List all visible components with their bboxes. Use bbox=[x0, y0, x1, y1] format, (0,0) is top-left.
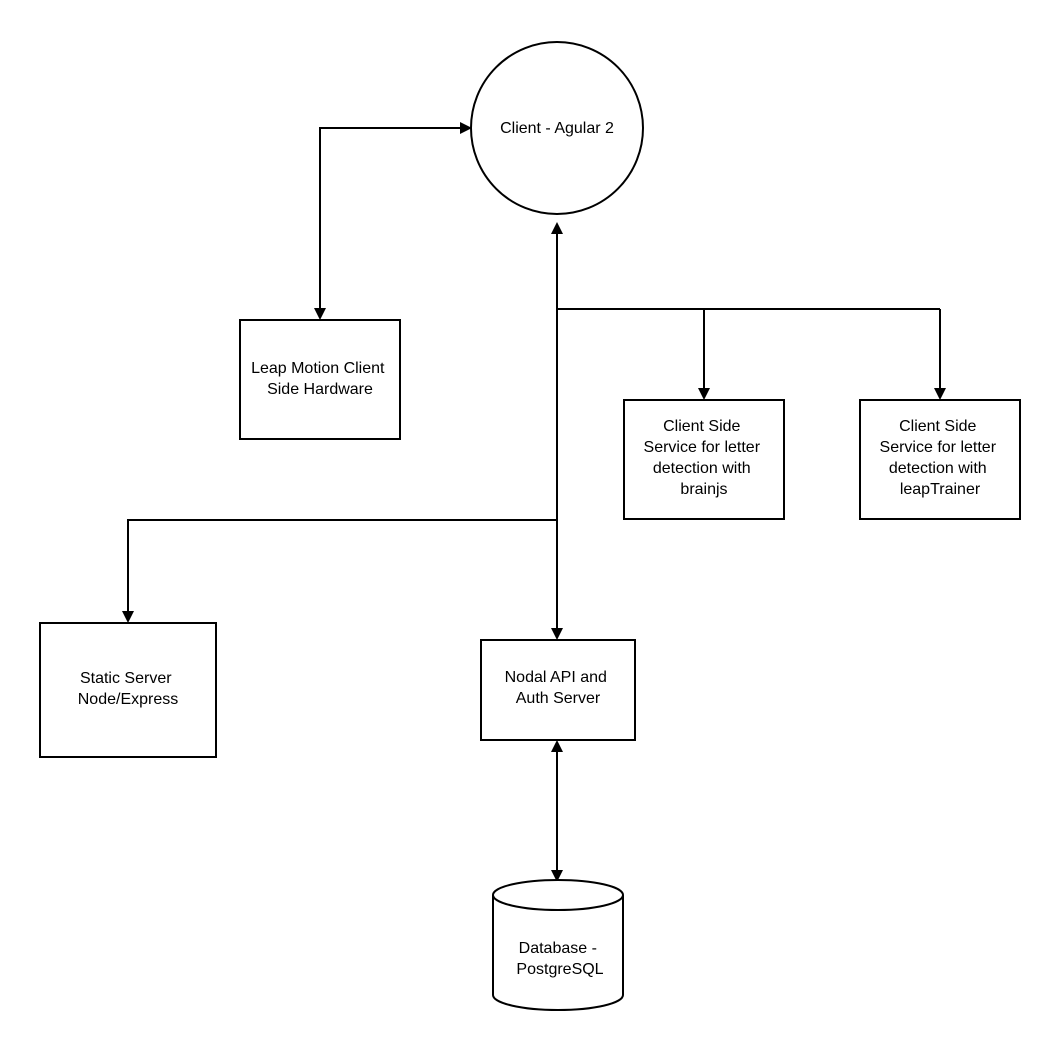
client-label: Client - Agular 2 bbox=[500, 120, 614, 137]
leap-motion-label: Leap Motion Client Side Hardware bbox=[251, 360, 389, 398]
database-node: Database - PostgreSQL bbox=[492, 879, 624, 1011]
brainjs-service-node: Client Side Service for letter detection… bbox=[623, 399, 785, 520]
edge-to-static-server bbox=[122, 519, 557, 623]
static-server-label: Static Server Node/Express bbox=[78, 670, 179, 708]
client-circle bbox=[470, 41, 644, 215]
api-server-node: Nodal API and Auth Server bbox=[480, 639, 636, 741]
leaptrainer-service-node: Client Side Service for letter detection… bbox=[859, 399, 1021, 520]
static-server-box bbox=[39, 622, 217, 758]
api-server-label: Nodal API and Auth Server bbox=[505, 669, 612, 707]
brainjs-service-label: Client Side Service for letter detection… bbox=[644, 418, 765, 498]
database-cylinder-top bbox=[492, 879, 624, 911]
leap-motion-box bbox=[239, 319, 401, 440]
brainjs-service-box bbox=[623, 399, 785, 520]
leaptrainer-service-box bbox=[859, 399, 1021, 520]
database-cylinder-body bbox=[492, 895, 624, 1011]
database-label: Database - PostgreSQL bbox=[516, 940, 603, 978]
leap-motion-node: Leap Motion Client Side Hardware bbox=[239, 319, 401, 440]
client-node: Client - Agular 2 bbox=[470, 41, 644, 215]
static-server-node: Static Server Node/Express bbox=[39, 622, 217, 758]
edges bbox=[122, 122, 946, 882]
api-server-box bbox=[480, 639, 636, 741]
edge-client-leap-motion bbox=[314, 122, 472, 320]
leaptrainer-service-label: Client Side Service for letter detection… bbox=[880, 418, 1001, 498]
